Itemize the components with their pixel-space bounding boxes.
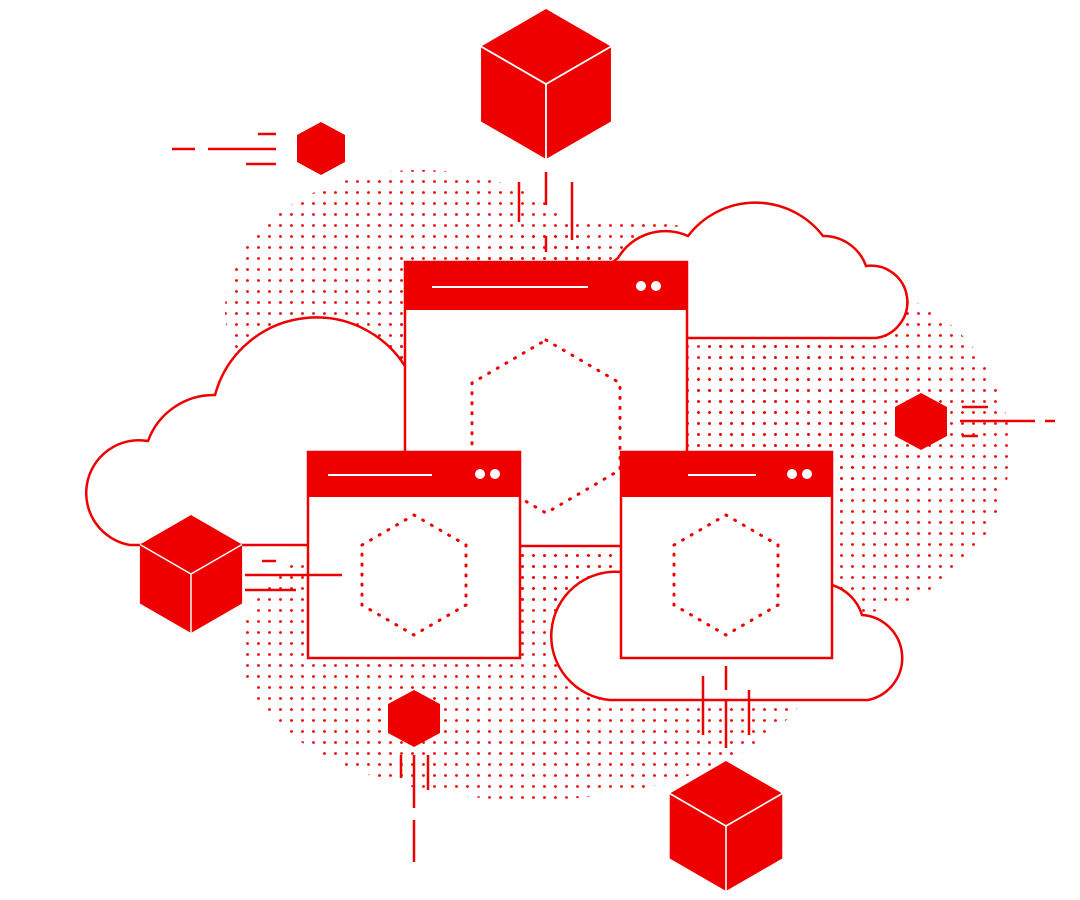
dotted-hexagon: [470, 338, 622, 515]
window-large: [403, 260, 689, 548]
dotted-hexagon: [672, 513, 780, 637]
motion-lines: [172, 132, 1055, 862]
hexagon-icon-right: [895, 393, 947, 450]
dotted-hexagon: [360, 513, 468, 637]
window-left: [306, 450, 522, 660]
hexagon-icon-top-left: [297, 122, 345, 175]
hexagon-icon-bottom: [388, 690, 440, 747]
cube-icon-top: [480, 8, 612, 160]
cube-icon-bottom: [668, 760, 784, 892]
window-right: [619, 450, 834, 660]
